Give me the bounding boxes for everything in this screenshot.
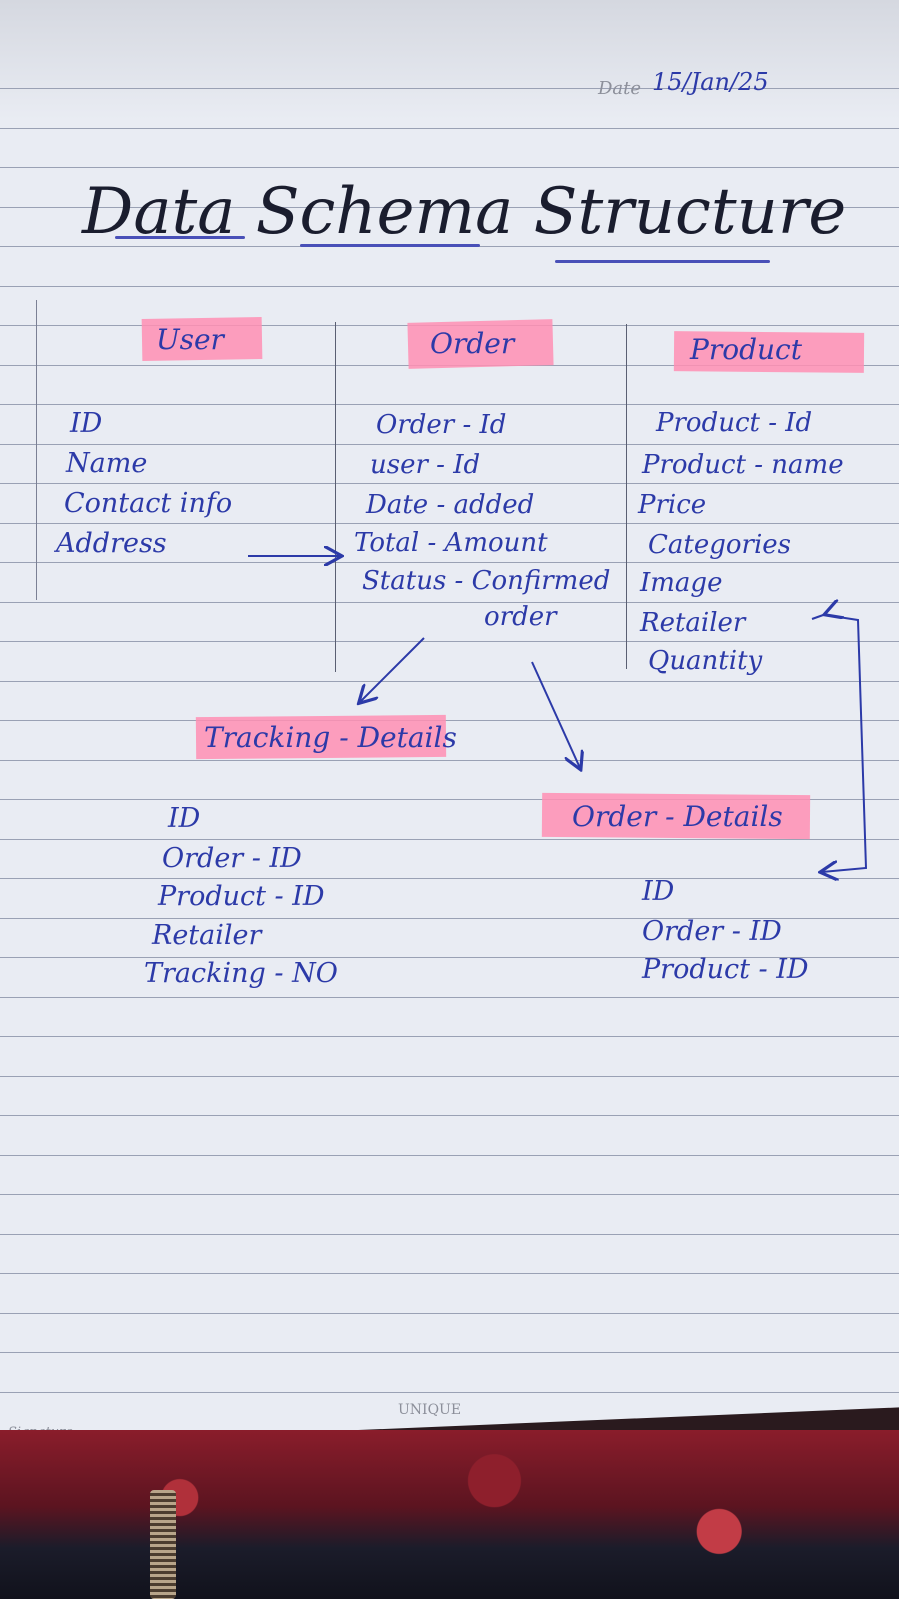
field-tracking: Product - ID xyxy=(158,881,325,912)
field-user: ID xyxy=(70,408,103,439)
ruled-line xyxy=(0,957,899,958)
field-user: Address xyxy=(56,528,167,559)
ruled-line xyxy=(0,1194,899,1195)
field-order_details: ID xyxy=(642,876,675,907)
field-product: Product - name xyxy=(642,450,844,480)
field-order: Status - Confirmed xyxy=(362,566,611,596)
field-tracking: Order - ID xyxy=(162,843,302,874)
ruled-line xyxy=(0,404,899,405)
ruled-line xyxy=(0,1155,899,1156)
entity-header-product: Product xyxy=(690,333,802,366)
ruled-line xyxy=(0,1313,899,1314)
ruled-line xyxy=(0,1392,899,1393)
entity-header-tracking: Tracking - Details xyxy=(204,721,457,754)
zipper xyxy=(150,1490,176,1599)
column-divider xyxy=(626,324,627,669)
ruled-line xyxy=(0,207,899,208)
ruled-line xyxy=(0,839,899,840)
field-product: Quantity xyxy=(648,646,763,676)
ruled-line xyxy=(0,1036,899,1037)
arrow-order-to-order-details xyxy=(531,661,580,768)
column-divider xyxy=(335,322,336,672)
date-label: Date xyxy=(598,78,642,99)
ruled-line xyxy=(0,641,899,642)
arrow-tail xyxy=(811,614,826,620)
ruled-line xyxy=(0,918,899,919)
entity-header-order: Order xyxy=(430,327,515,360)
ruled-line xyxy=(0,799,899,800)
ruled-line xyxy=(0,681,899,682)
background-fabric xyxy=(0,1430,899,1599)
field-user: Name xyxy=(66,448,148,479)
field-product: Retailer xyxy=(640,608,746,638)
field-user: Contact info xyxy=(64,488,233,519)
ruled-line xyxy=(0,167,899,168)
date-value: 15/Jan/25 xyxy=(652,68,769,96)
relation-arrows xyxy=(248,0,868,1445)
ruled-line xyxy=(0,286,899,287)
notebook-page: Date 15/Jan/25 Data Schema Structure Use… xyxy=(0,0,899,1445)
ruled-line xyxy=(0,997,899,998)
field-tracking: Tracking - NO xyxy=(144,958,338,989)
field-product: Image xyxy=(640,568,723,598)
title-underline xyxy=(555,260,770,263)
field-product: Price xyxy=(638,490,707,520)
ruled-line xyxy=(0,444,899,445)
title-underline xyxy=(300,244,480,247)
ruled-line xyxy=(0,1273,899,1274)
ruled-line xyxy=(0,523,899,524)
field-order_details: Order - ID xyxy=(642,916,782,947)
ruled-line xyxy=(0,1234,899,1235)
field-order: Total - Amount xyxy=(354,528,548,558)
field-order: Order - Id xyxy=(376,410,507,440)
page-shadow xyxy=(0,0,899,120)
field-tracking: Retailer xyxy=(152,920,262,951)
page-title: Data Schema Structure xyxy=(82,175,847,249)
ruled-line xyxy=(0,760,899,761)
ruled-line xyxy=(0,1115,899,1116)
ruled-line xyxy=(0,1352,899,1353)
ruled-line xyxy=(0,483,899,484)
brand-mark: UNIQUE xyxy=(398,1402,462,1418)
ruled-line xyxy=(0,1076,899,1077)
title-underline xyxy=(115,236,245,239)
margin-line xyxy=(36,300,37,600)
field-order: Date - added xyxy=(366,490,535,520)
ruled-line xyxy=(0,878,899,879)
field-product: Categories xyxy=(648,530,791,560)
entity-header-order-details: Order - Details xyxy=(572,800,783,833)
field-product: Product - Id xyxy=(656,408,813,438)
ruled-line xyxy=(0,720,899,721)
field-order: user - Id xyxy=(370,450,481,480)
ruled-line xyxy=(0,128,899,129)
entity-header-user: User xyxy=(156,323,224,356)
arrow-product-to-order-details xyxy=(822,615,868,872)
field-tracking: ID xyxy=(168,803,201,834)
field-order: order xyxy=(484,602,557,632)
arrow-order-to-tracking xyxy=(360,637,425,702)
ruled-line xyxy=(0,602,899,603)
field-order_details: Product - ID xyxy=(642,954,809,985)
ruled-line xyxy=(0,562,899,563)
ruled-line xyxy=(0,88,899,89)
